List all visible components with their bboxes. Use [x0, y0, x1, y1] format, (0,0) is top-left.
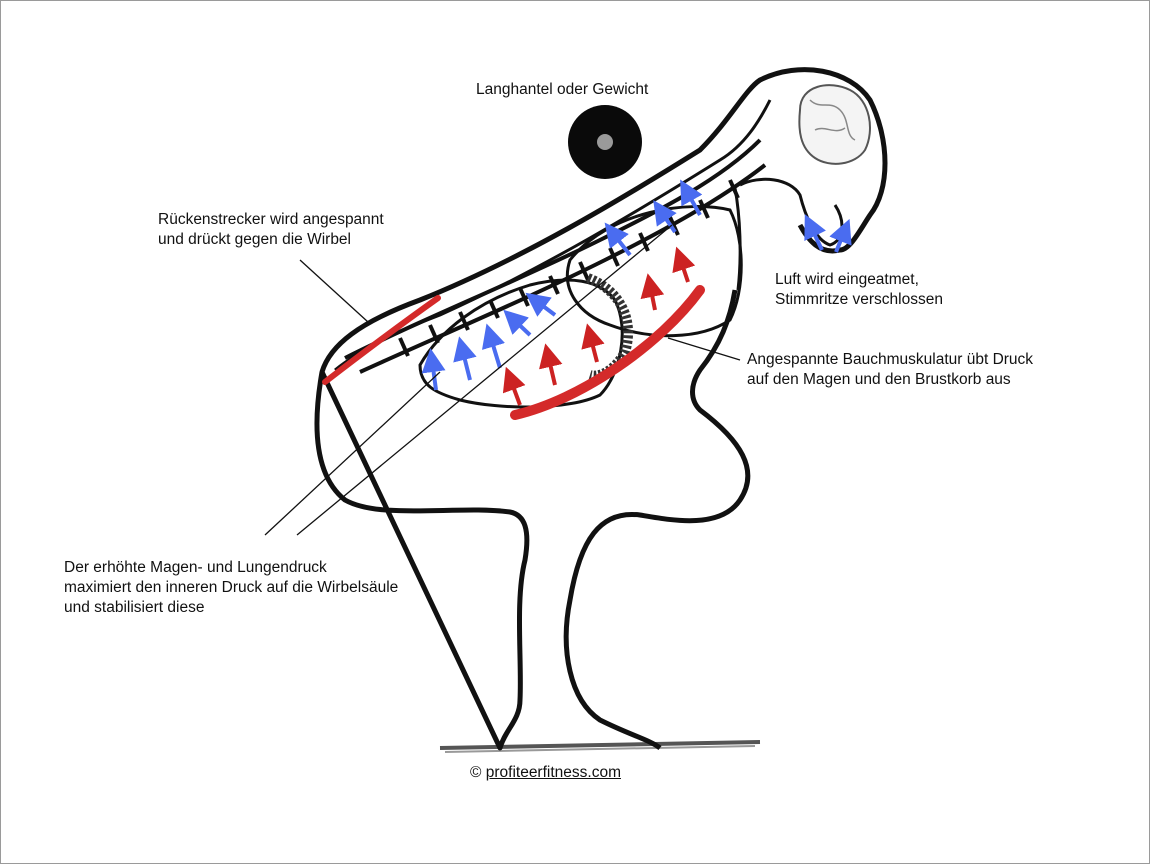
weight-hole — [597, 134, 613, 150]
label-weight-text: Langhantel oder Gewicht — [476, 80, 648, 100]
label-air-line2: Stimmritze verschlossen — [775, 290, 943, 310]
label-back-extensor-line1: Rückenstrecker wird angespannt — [158, 210, 384, 230]
label-abdominal-line1: Angespannte Bauchmuskulatur übt Druck — [747, 350, 1033, 370]
spine-inner — [360, 165, 765, 372]
label-back-extensor-line2: und drückt gegen die Wirbel — [158, 230, 384, 250]
lung-cavity — [567, 207, 741, 336]
label-air: Luft wird eingeatmet, Stimmritze verschl… — [775, 270, 943, 310]
label-back-extensor: Rückenstrecker wird angespannt und drück… — [158, 210, 384, 250]
copyright-site-link[interactable]: profiteerfitness.com — [486, 764, 621, 781]
label-abdominal: Angespannte Bauchmuskulatur übt Druck au… — [747, 350, 1033, 390]
abdominal-muscle — [515, 290, 700, 415]
airway — [740, 179, 842, 245]
label-air-line1: Luft wird eingeatmet, — [775, 270, 943, 290]
copyright-symbol: © — [470, 764, 481, 781]
copyright-notice: © profiteerfitness.com — [470, 764, 621, 782]
label-weight: Langhantel oder Gewicht — [476, 80, 648, 100]
label-pressure-line3: und stabilisiert diese — [64, 598, 398, 618]
label-pressure-line2: maximiert den inneren Druck auf die Wirb… — [64, 578, 398, 598]
brain — [799, 85, 870, 164]
label-abdominal-line2: auf den Magen und den Brustkorb aus — [747, 370, 1033, 390]
label-pressure: Der erhöhte Magen- und Lungendruck maxim… — [64, 558, 398, 618]
label-pressure-line1: Der erhöhte Magen- und Lungendruck — [64, 558, 398, 578]
